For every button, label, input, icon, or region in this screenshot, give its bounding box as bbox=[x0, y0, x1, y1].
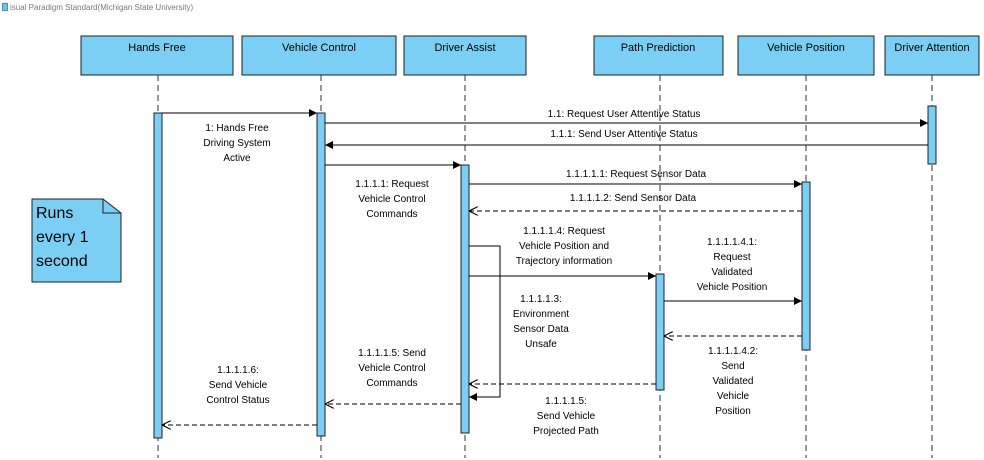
message-label-line: Commands bbox=[366, 209, 417, 220]
message-label-line: Vehicle Position bbox=[697, 282, 768, 293]
note-shape bbox=[31, 198, 122, 283]
activation-bar-driver-attention[interactable] bbox=[927, 105, 937, 165]
message-m1-1-1-1-2[interactable]: 1.1.1.1.2: Send Sensor Data bbox=[469, 193, 802, 211]
message-label-line: Vehicle Control bbox=[358, 194, 425, 205]
message-label-line: 1.1.1.1.6: bbox=[217, 365, 259, 376]
message-label-line: 1.1.1.1.4.2: bbox=[708, 346, 758, 357]
message-label: 1.1: Request User Attentive Status bbox=[548, 109, 701, 120]
message-label-line: Request bbox=[713, 252, 750, 263]
message-label-line: Trajectory information bbox=[516, 256, 612, 267]
message-label-line: Vehicle Control bbox=[358, 363, 425, 374]
message-label-line: Send bbox=[721, 361, 744, 372]
note-line-3: second bbox=[36, 253, 88, 270]
lifeline-label: Path Prediction bbox=[621, 42, 696, 54]
lifeline-label: Vehicle Control bbox=[282, 42, 356, 54]
lifeline-header[interactable] bbox=[80, 35, 234, 76]
note-line-1: Runs bbox=[36, 205, 73, 222]
message-label: 1.1.1.1.2: Send Sensor Data bbox=[570, 193, 697, 204]
activation-bar-driver-assist[interactable] bbox=[460, 164, 470, 434]
message-label-line: Sensor Data bbox=[513, 324, 569, 335]
message-label-line: Validated bbox=[712, 267, 753, 278]
message-label-line: Commands bbox=[366, 378, 417, 389]
lifeline-label: Driver Assist bbox=[434, 42, 495, 54]
message-label-line: Validated bbox=[713, 376, 754, 387]
message-label-line: 1.1.1.1: Request bbox=[355, 179, 429, 190]
message-label-line: 1.1.1.1.5: bbox=[545, 396, 587, 407]
message-label-line: 1.1.1.1.3: bbox=[520, 294, 562, 305]
lifeline-label: Vehicle Position bbox=[767, 42, 845, 54]
watermark: isual Paradigm Standard(Michigan State U… bbox=[2, 2, 193, 12]
message-label-line: 1.1: Request User Attentive Status bbox=[548, 109, 701, 120]
message-label-line: Send Vehicle bbox=[537, 411, 596, 422]
message-label-line: Control Status bbox=[206, 395, 269, 406]
message-label-line: Vehicle bbox=[717, 391, 750, 402]
message-label-line: 1: Hands Free bbox=[205, 123, 269, 134]
message-label-line: Vehicle Position and bbox=[519, 241, 609, 252]
message-label-line: 1.1.1.1.5: Send bbox=[358, 348, 426, 359]
message-label-line: 1.1.1.1.4: Request bbox=[523, 226, 605, 237]
watermark-logo-icon bbox=[2, 3, 8, 11]
message-label-line: Position bbox=[715, 406, 751, 417]
message-label-line: 1.1.1: Send User Attentive Status bbox=[550, 129, 697, 140]
lifeline-header[interactable] bbox=[737, 35, 875, 76]
note-fold bbox=[102, 199, 121, 214]
message-m1-1[interactable]: 1.1: Request User Attentive Status bbox=[325, 109, 928, 127]
lifeline-header[interactable] bbox=[241, 35, 397, 76]
message-m1-1-1[interactable]: 1.1.1: Send User Attentive Status bbox=[325, 129, 928, 149]
activation-bar-vehicle-control[interactable] bbox=[316, 112, 326, 437]
message-label-line: Environment bbox=[513, 309, 569, 320]
message-label-line: Send Vehicle bbox=[209, 380, 268, 391]
activation-bar-vehicle-position[interactable] bbox=[801, 181, 811, 351]
watermark-text: isual Paradigm Standard(Michigan State U… bbox=[10, 2, 194, 12]
lifeline-path-prediction[interactable]: Path Prediction bbox=[593, 35, 724, 458]
note-runs-every-second[interactable]: Runs every 1 second bbox=[31, 198, 122, 283]
message-m1-1-1-1-1[interactable]: 1.1.1.1.1: Request Sensor Data bbox=[469, 169, 802, 188]
lifeline-vehicle-control[interactable]: Vehicle Control bbox=[241, 35, 397, 458]
note-line-2: every 1 bbox=[36, 229, 89, 246]
message-label-line: Driving System bbox=[203, 138, 270, 149]
message-label-line: Unsafe bbox=[525, 339, 557, 350]
lifeline-driver-attention[interactable]: Driver Attention bbox=[884, 35, 980, 458]
lifeline-label: Hands Free bbox=[128, 42, 185, 54]
message-arrow[interactable] bbox=[469, 245, 501, 401]
lifeline-label: Driver Attention bbox=[894, 42, 969, 54]
message-label-line: 1.1.1.1.4.1: bbox=[707, 237, 757, 248]
message-label: 1.1.1.1.1: Request Sensor Data bbox=[566, 169, 707, 180]
activation-bar-hands-free[interactable] bbox=[153, 112, 163, 439]
message-label-line: Active bbox=[223, 153, 251, 164]
lifeline-header[interactable] bbox=[593, 35, 724, 76]
message-label-line: Projected Path bbox=[533, 426, 599, 437]
message-label-line: 1.1.1.1.1: Request Sensor Data bbox=[566, 169, 707, 180]
message-label: 1.1.1: Send User Attentive Status bbox=[550, 129, 697, 140]
lifeline-header[interactable] bbox=[403, 35, 527, 76]
activation-bar-path-prediction[interactable] bbox=[655, 273, 665, 391]
message-label-line: 1.1.1.1.2: Send Sensor Data bbox=[570, 193, 697, 204]
